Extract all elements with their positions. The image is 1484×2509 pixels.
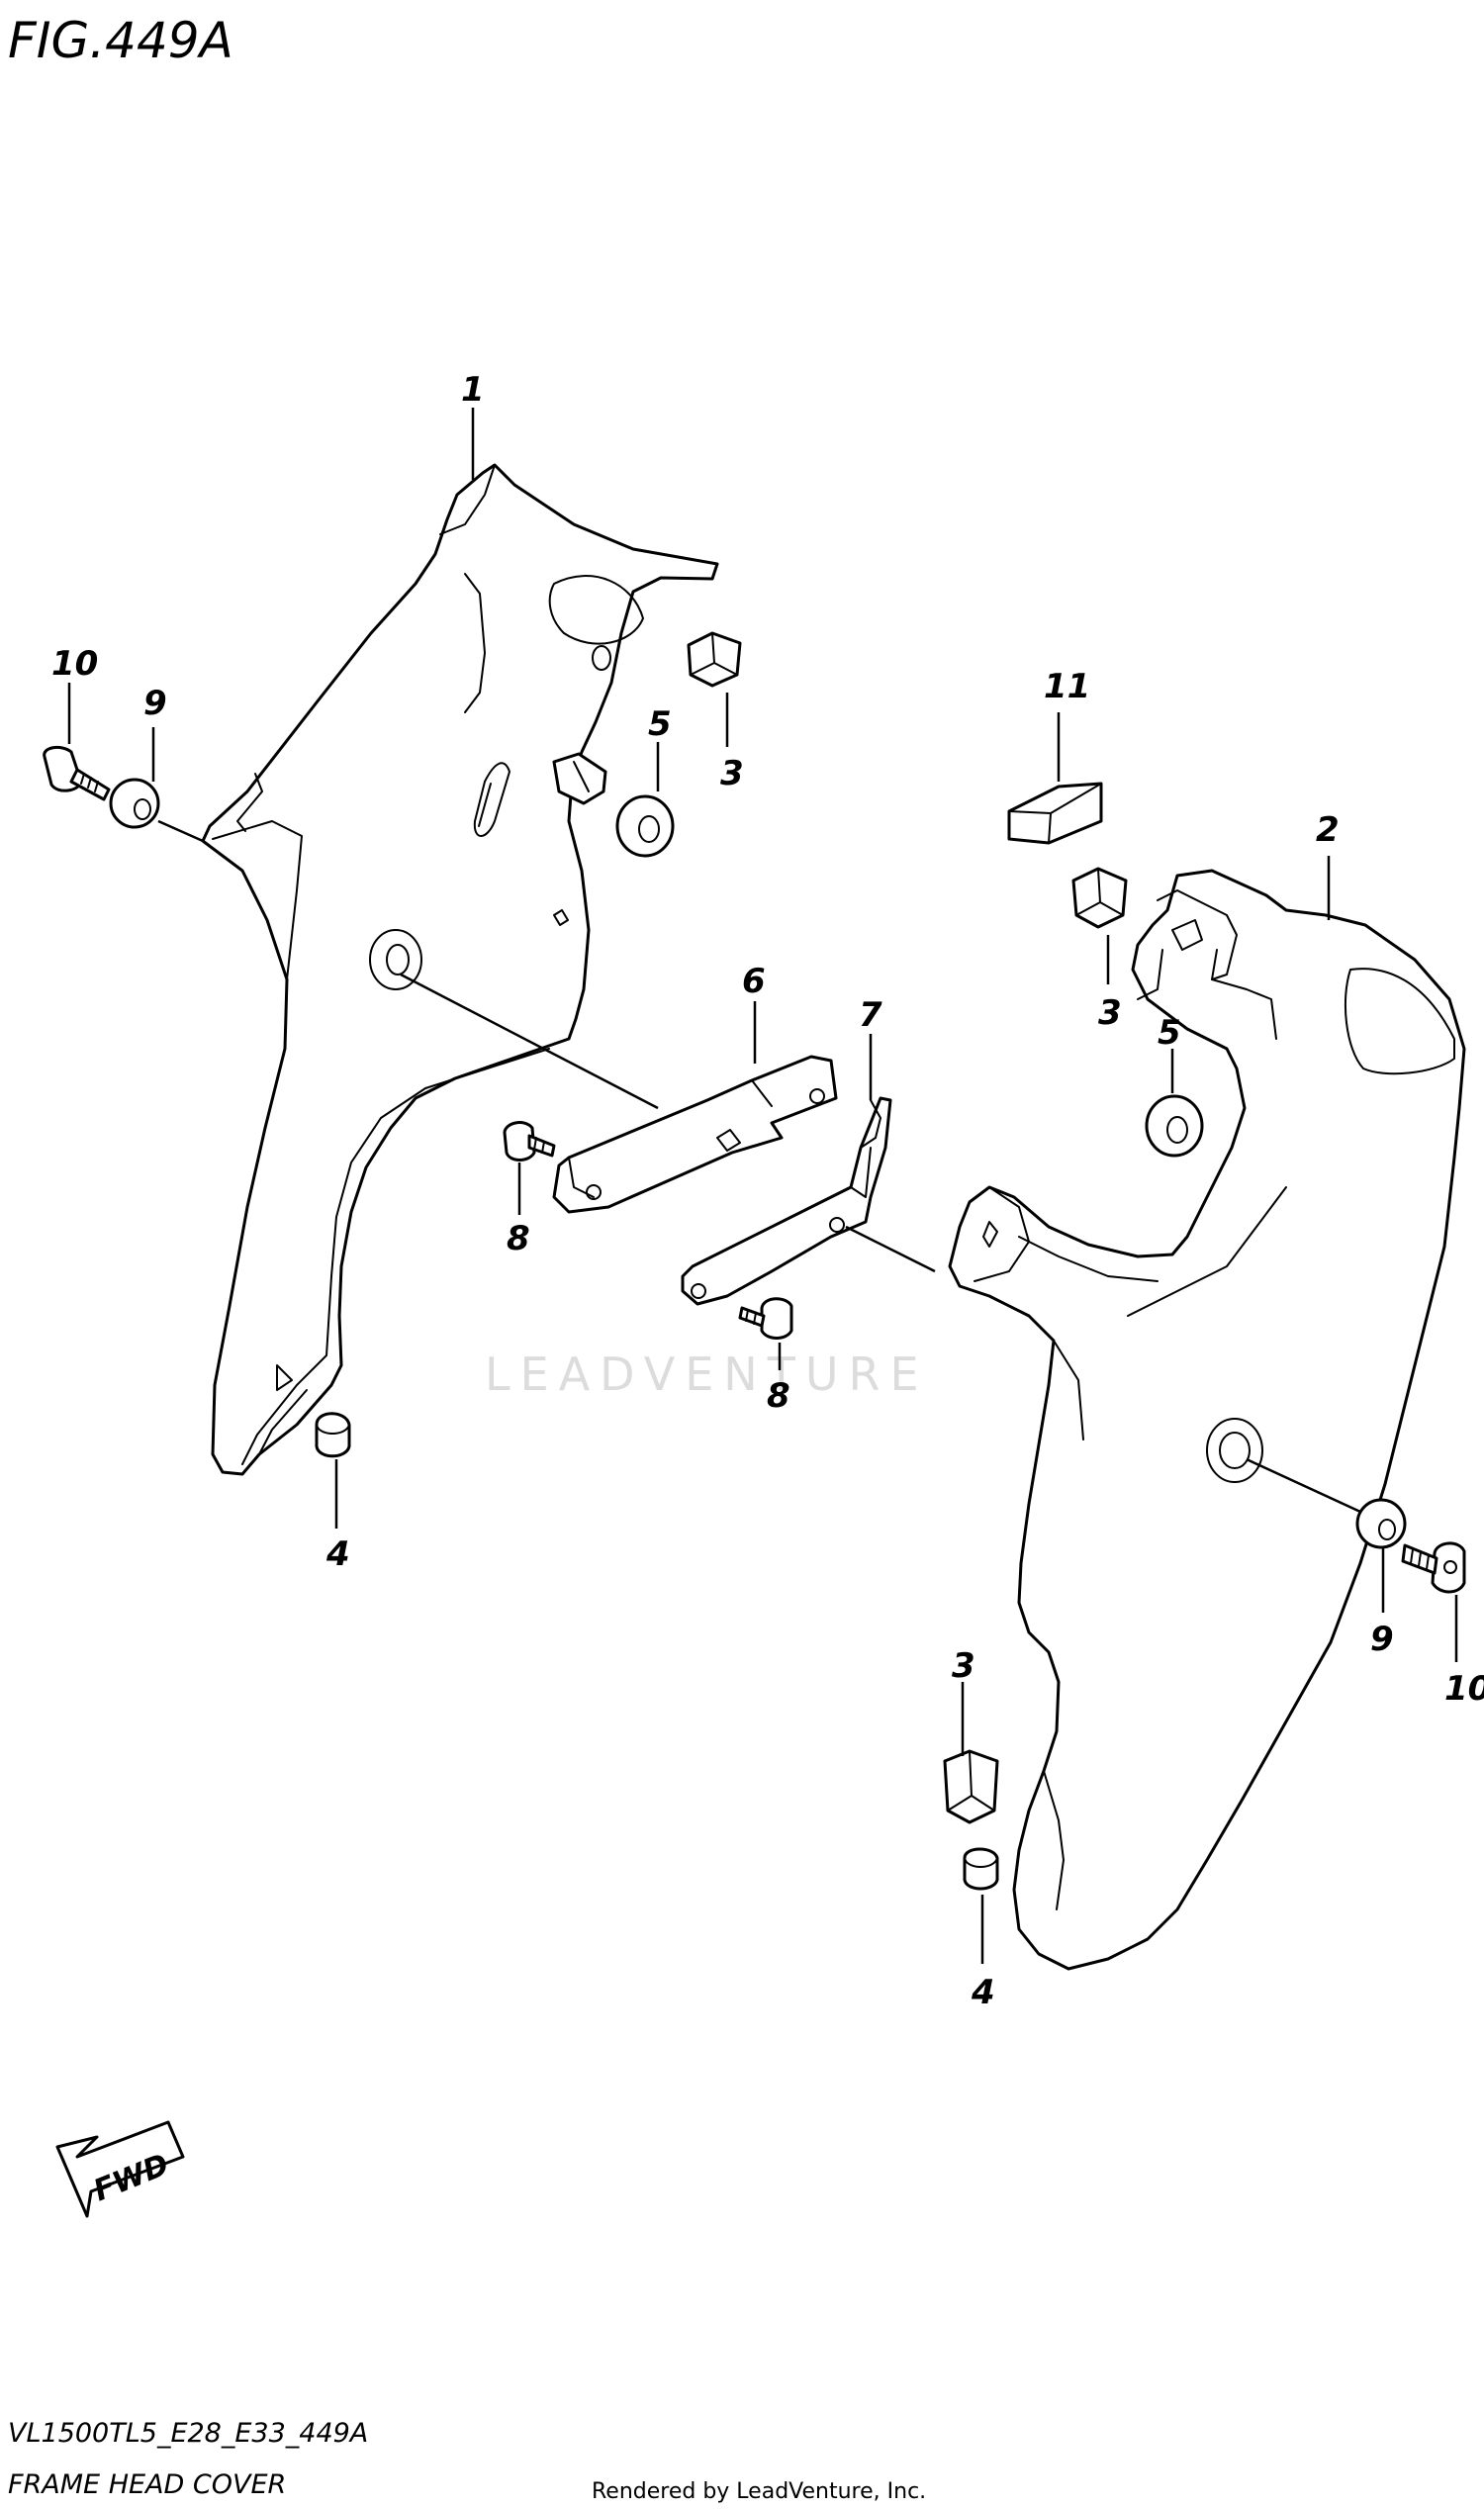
figure-caption: FRAME HEAD COVER [8,2469,286,2500]
grommet-5-right [1145,1094,1204,1158]
washer-9-left [109,778,160,829]
screw-8-right [738,1297,793,1340]
callout-3-lower: 3 [952,1646,975,1686]
callout-11: 11 [1044,667,1090,706]
bracket-7 [681,1096,892,1306]
right-frame-head-cover [948,869,1466,1971]
callout-7: 7 [859,995,882,1035]
callout-4-right: 4 [971,1973,995,2012]
collar-4-left [315,1412,351,1458]
render-credit: Rendered by LeadVenture, Inc. [592,2479,926,2504]
callout-10-right: 10 [1444,1669,1484,1709]
fwd-direction-marker: FWD [55,2120,185,2218]
part-11-block [1007,782,1103,845]
callout-9-right: 9 [1370,1620,1394,1659]
nut-3-lower [943,1749,999,1824]
screw-8-left [503,1121,556,1162]
callout-5-right: 5 [1158,1013,1181,1053]
nut-3-right [1071,867,1128,929]
washer-9-right [1355,1498,1407,1549]
nut-3-upper-left [687,631,742,688]
callout-labels: 1 2 3 3 3 4 4 5 5 6 7 8 8 9 9 10 10 11 [51,370,1484,2012]
callout-3-right: 3 [1098,993,1122,1033]
fwd-arrow-icon [55,2120,185,2218]
callout-4-left: 4 [325,1534,350,1574]
bracket-6 [552,1055,838,1214]
leader-lines [67,408,1458,1964]
callout-8-left: 8 [507,1219,530,1258]
callout-3-upper-left: 3 [720,754,744,793]
model-code: VL1500TL5_E28_E33_449A [8,2418,368,2449]
grommet-5-left [615,794,675,858]
bolt-10-right [1401,1541,1466,1594]
callout-5-left: 5 [648,704,672,744]
callout-9-left: 9 [143,684,167,723]
left-frame-head-cover [201,463,719,1476]
callout-6: 6 [742,962,766,1001]
figure-title: FIG.449A [8,12,233,69]
callout-8-right: 8 [767,1376,790,1416]
collar-4-right [963,1847,999,1891]
callout-2: 2 [1316,810,1340,850]
watermark: LEADVENTURE [485,1347,929,1401]
bolt-10-left [43,745,111,801]
callout-10-left: 10 [51,644,98,684]
callout-1: 1 [461,370,485,410]
